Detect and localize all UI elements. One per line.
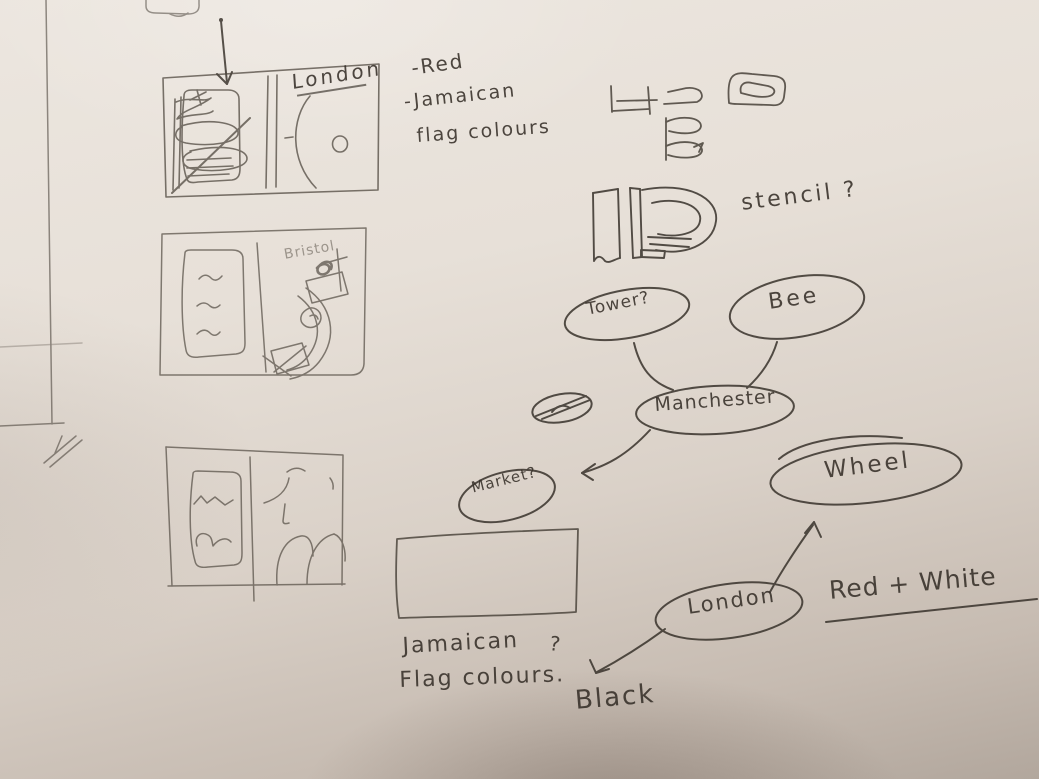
wheel-oval-double-stroke — [778, 435, 903, 460]
red-white-underline — [825, 598, 1038, 623]
market-oval — [458, 468, 556, 524]
flag-rectangle — [395, 528, 579, 619]
crossed-out-blob — [531, 392, 593, 424]
edge-london-black-arrow — [589, 628, 666, 674]
sketch-box-3 — [165, 446, 346, 602]
top-clipped-shape — [145, 0, 200, 17]
edge-tower-manchester — [633, 342, 674, 391]
manchester-oval — [635, 384, 795, 436]
tower-oval — [563, 286, 691, 342]
bottom-note-jamaican: Jamaican — [401, 627, 520, 659]
sketch-box-2 — [159, 227, 367, 380]
edge-manchester-market-arrow — [581, 429, 651, 481]
annotation-black: Black — [573, 679, 657, 716]
london-oval — [654, 581, 804, 641]
letterform-sketches — [610, 72, 787, 161]
sketch-box-1 — [162, 63, 380, 198]
mindmap-strokes — [458, 274, 1038, 674]
edge-bee-manchester — [746, 341, 778, 389]
bee-oval — [728, 274, 866, 340]
wheel-oval — [769, 442, 963, 506]
edge-london-wheel-arrow — [769, 521, 822, 593]
id-stencil-letters — [592, 186, 717, 263]
bottom-note-flag-colours: Flag colours. — [398, 662, 566, 693]
paper-margin-lines — [0, 0, 83, 468]
